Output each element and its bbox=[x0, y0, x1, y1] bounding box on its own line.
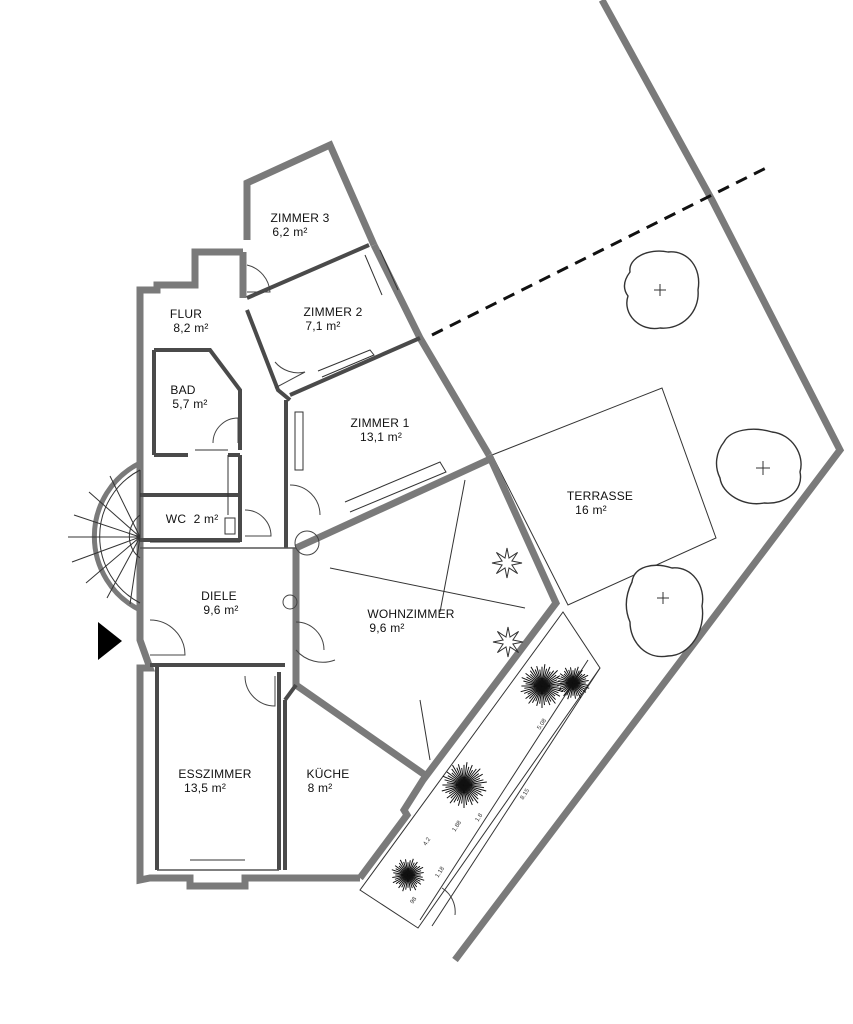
door-swings bbox=[149, 264, 456, 916]
planting-strip bbox=[359, 611, 601, 929]
room-area-wc: 2 m² bbox=[194, 512, 219, 526]
room-area-wohnzimmer: 9,6 m² bbox=[369, 621, 404, 635]
dimension-label-f: 1.18 bbox=[435, 865, 447, 879]
room-name-wohnzimmer: WOHNZIMMER bbox=[367, 607, 454, 621]
shrub-icon bbox=[391, 858, 425, 892]
dimension-label-a: 5.08 bbox=[537, 717, 549, 731]
dimension-label-e: 4.2 bbox=[423, 836, 433, 847]
shrub-icon bbox=[391, 547, 590, 892]
room-name-terrasse: TERRASSE bbox=[567, 489, 633, 503]
room-area-terrasse: 16 m² bbox=[575, 503, 607, 517]
room-name-flur: FLUR bbox=[170, 307, 202, 321]
room-name-esszimmer: ESSZIMMER bbox=[178, 767, 251, 781]
room-area-bad: 5,7 m² bbox=[172, 397, 207, 411]
dimension-line-b bbox=[419, 659, 589, 921]
room-area-zimmer1: 13,1 m² bbox=[360, 430, 402, 444]
room-area-zimmer2: 7,1 m² bbox=[305, 319, 340, 333]
property-boundary bbox=[452, 0, 845, 963]
dashed-boundary-line bbox=[431, 165, 769, 337]
interior-walls bbox=[140, 243, 490, 871]
spiral-staircase-icon bbox=[68, 460, 142, 613]
room-area-kueche: 8 m² bbox=[308, 781, 333, 795]
room-area-diele: 9,6 m² bbox=[203, 603, 238, 617]
dimension-label-g: 98 bbox=[410, 896, 419, 905]
room-area-zimmer3: 6,2 m² bbox=[272, 225, 307, 239]
room-name-kueche: KÜCHE bbox=[306, 767, 349, 781]
room-name-zimmer1: ZIMMER 1 bbox=[351, 416, 410, 430]
room-area-esszimmer: 13,5 m² bbox=[184, 781, 226, 795]
fixtures bbox=[150, 249, 526, 861]
dimension-line-a bbox=[431, 667, 601, 927]
shrub-icon bbox=[556, 666, 590, 700]
terrasse-area bbox=[491, 387, 717, 606]
room-name-zimmer3: ZIMMER 3 bbox=[271, 211, 330, 225]
house-walls bbox=[136, 140, 561, 890]
dimension-label-c: 1.8 bbox=[475, 812, 485, 823]
room-area-flur: 8,2 m² bbox=[173, 321, 208, 335]
room-name-wc: WC bbox=[166, 512, 187, 526]
plant-icon bbox=[492, 626, 524, 658]
room-name-zimmer2: ZIMMER 2 bbox=[304, 305, 363, 319]
shrub-icon bbox=[520, 664, 564, 708]
room-name-bad: BAD bbox=[170, 383, 195, 397]
plant-icon bbox=[491, 547, 523, 579]
tree-icon bbox=[623, 250, 802, 658]
dimension-label-d: 1.88 bbox=[452, 819, 464, 833]
room-labels: ZIMMER 3 6,2 m² ZIMMER 2 7,1 m² FLUR 8,2… bbox=[166, 211, 633, 795]
entrance-arrow-icon bbox=[98, 622, 122, 660]
room-name-diele: DIELE bbox=[201, 589, 237, 603]
dimension-label-b: 8.15 bbox=[520, 787, 532, 801]
shrub-icon bbox=[441, 762, 487, 808]
